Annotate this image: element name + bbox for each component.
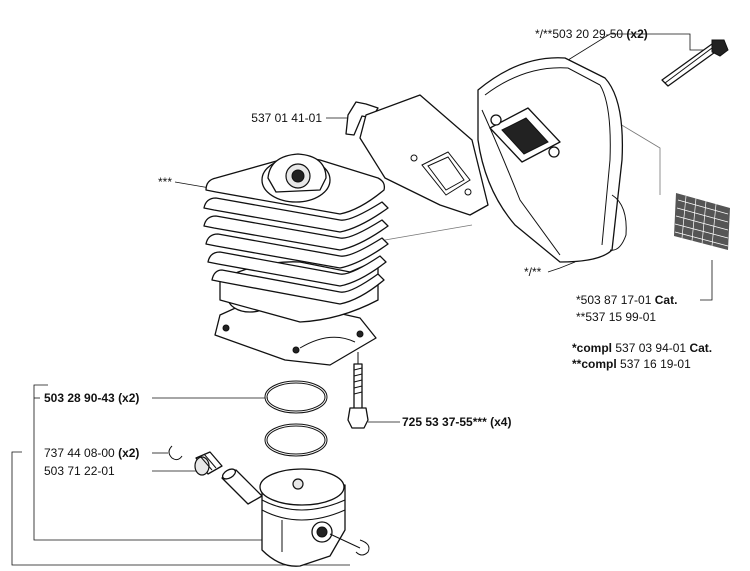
gasket-plate-icon <box>345 94 489 216</box>
spark-screen-icon <box>674 193 730 250</box>
label-screen-cat-1: *503 87 17-01 Cat. <box>576 293 677 307</box>
cylinder-bolt-icon <box>347 352 369 429</box>
label-piston: 503 71 22-01 <box>44 464 115 478</box>
muffler-bolt-icon <box>661 39 729 87</box>
needle-bearing-icon <box>168 445 223 476</box>
label-compl-1: *compl 537 03 94-01 Cat. <box>572 341 712 355</box>
piston-icon <box>259 468 346 567</box>
label-circlip-bearing: 737 44 08-00 (x2) <box>44 446 139 460</box>
label-muffler: */** <box>524 265 542 279</box>
label-cylinder: *** <box>158 175 172 189</box>
label-gasket-plate: 537 01 41-01 <box>251 111 322 125</box>
piston-rings-icon <box>264 380 328 457</box>
label-screen-cat-2: **537 15 99-01 <box>576 310 656 324</box>
muffler-icon <box>477 57 627 263</box>
label-bolts-bottom: 725 53 37-55*** (x4) <box>402 415 511 429</box>
leader-lines <box>11 33 718 566</box>
label-bolt-top: */**503 20 29-50 (x2) <box>535 27 648 41</box>
label-rings: 503 28 90-43 (x2) <box>44 391 139 405</box>
cylinder-icon <box>203 153 389 366</box>
piston-pin-icon <box>221 468 263 505</box>
label-compl-2: **compl 537 16 19-01 <box>572 357 691 371</box>
part-labels: */**503 20 29-50 (x2) 537 01 41-01 *** *… <box>44 27 712 478</box>
piston-circlip-icon <box>329 533 370 556</box>
